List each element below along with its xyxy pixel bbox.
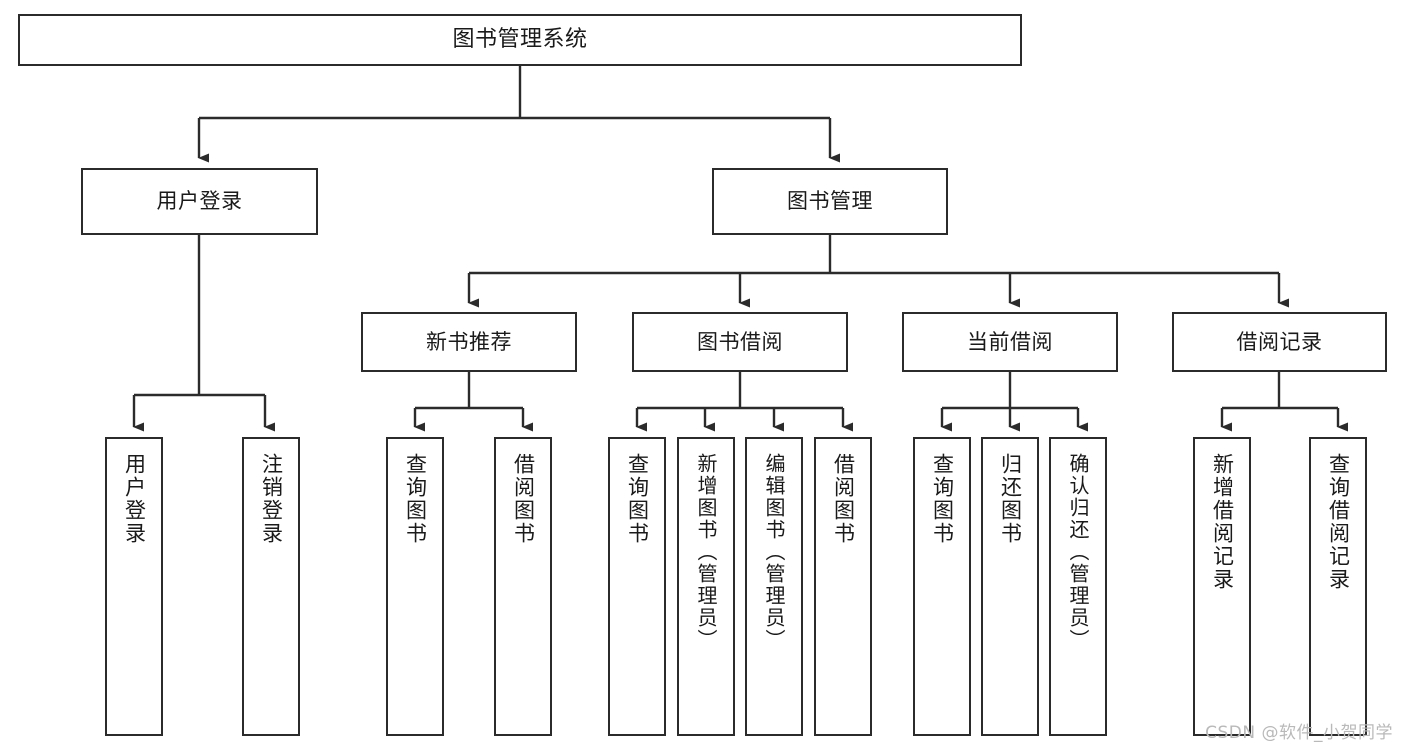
node-borrow-record[interactable]: 借阅记录 (1172, 312, 1387, 372)
leaf-query-book-recommend[interactable]: 查询图书 (386, 437, 444, 736)
node-label: 归还图书 (998, 453, 1023, 545)
node-new-book-recommend[interactable]: 新书推荐 (361, 312, 577, 372)
leaf-add-book-admin[interactable]: 新增图书（管理员） (677, 437, 735, 736)
node-label: 图书管理 (787, 189, 873, 214)
node-label: 新增图书（管理员） (694, 453, 718, 651)
node-book-management[interactable]: 图书管理 (712, 168, 948, 235)
node-root-book-management-system[interactable]: 图书管理系统 (18, 14, 1022, 66)
node-label: 确认归还（管理员） (1066, 453, 1090, 651)
node-label: 借阅图书 (511, 453, 536, 545)
node-label: 图书管理系统 (452, 27, 588, 53)
leaf-add-borrow-record[interactable]: 新增借阅记录 (1193, 437, 1251, 736)
leaf-borrow-book[interactable]: 借阅图书 (814, 437, 872, 736)
leaf-edit-book-admin[interactable]: 编辑图书（管理员） (745, 437, 803, 736)
leaf-logout[interactable]: 注销登录 (242, 437, 300, 736)
node-label: 图书借阅 (697, 329, 783, 354)
node-label: 用户登录 (156, 189, 243, 214)
node-label: 当前借阅 (967, 329, 1053, 354)
leaf-borrow-book-recommend[interactable]: 借阅图书 (494, 437, 552, 736)
node-label: 查询图书 (930, 453, 955, 545)
node-label: 新增借阅记录 (1210, 453, 1235, 591)
leaf-user-login[interactable]: 用户登录 (105, 437, 163, 736)
node-label: 查询图书 (403, 453, 428, 545)
node-current-borrow[interactable]: 当前借阅 (902, 312, 1118, 372)
node-book-borrow[interactable]: 图书借阅 (632, 312, 848, 372)
leaf-query-book-borrow[interactable]: 查询图书 (608, 437, 666, 736)
node-label: 用户登录 (122, 453, 147, 545)
node-label: 查询图书 (625, 453, 650, 545)
node-label: 注销登录 (259, 453, 284, 545)
leaf-query-book-current[interactable]: 查询图书 (913, 437, 971, 736)
leaf-confirm-return-admin[interactable]: 确认归还（管理员） (1049, 437, 1107, 736)
node-label: 借阅图书 (831, 453, 856, 545)
node-user-login[interactable]: 用户登录 (81, 168, 318, 235)
leaf-return-book[interactable]: 归还图书 (981, 437, 1039, 736)
node-label: 借阅记录 (1236, 329, 1323, 354)
csdn-watermark: CSDN @软件_小贺同学 (1205, 723, 1393, 743)
node-label: 编辑图书（管理员） (762, 453, 786, 651)
leaf-query-borrow-record[interactable]: 查询借阅记录 (1309, 437, 1367, 736)
node-label: 新书推荐 (426, 329, 512, 354)
node-label: 查询借阅记录 (1326, 453, 1351, 591)
